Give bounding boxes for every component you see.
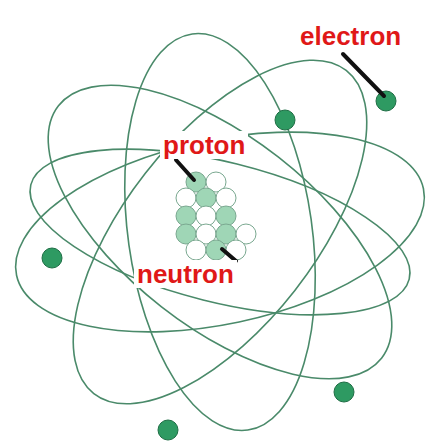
part-label: proton [160, 131, 248, 159]
neutron-ball [216, 188, 236, 208]
proton-ball [176, 206, 196, 226]
orbit [101, 21, 339, 443]
electrons [42, 91, 396, 440]
electron-dot [376, 91, 396, 111]
leader-line [176, 160, 194, 180]
orbits [0, 12, 437, 443]
electron-dot [275, 110, 295, 130]
part-label: neutron [134, 260, 237, 288]
part-label: electron [297, 22, 404, 50]
proton-ball [216, 206, 236, 226]
electron-dot [334, 382, 354, 402]
neutron-ball [176, 188, 196, 208]
orbit [14, 117, 426, 347]
neutron-ball [186, 240, 206, 260]
neutron-ball [196, 206, 216, 226]
proton-ball [196, 188, 216, 208]
electron-dot [42, 248, 62, 268]
orbit [0, 99, 437, 365]
nucleus [176, 172, 256, 260]
electron-dot [158, 420, 178, 440]
orbit [0, 31, 437, 433]
leader-line [343, 54, 384, 96]
orbit [19, 12, 421, 443]
